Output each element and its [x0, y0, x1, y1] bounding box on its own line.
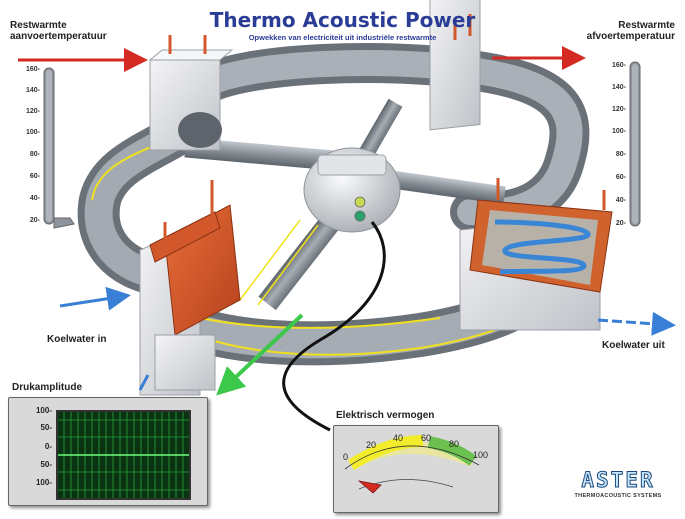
page-title: Thermo Acoustic Power: [209, 8, 476, 32]
label-pressure-amplitude: Drukamplitude: [12, 382, 83, 393]
thermo-right-tick: 100-: [611, 128, 626, 135]
inner-tubes: [184, 98, 506, 311]
label-waste-heat-out-line2: afvoertemperatuur: [586, 31, 675, 42]
gauge-needle: [357, 480, 382, 494]
company-tagline: THERMOACOUSTIC SYSTEMS: [574, 493, 662, 499]
osc-tick: 100-: [35, 478, 52, 487]
gauge-tick: 100: [473, 450, 489, 460]
thermo-left-tick: 160-: [25, 66, 40, 73]
oscilloscope-grid: [58, 412, 189, 498]
gauge-tick: 60: [421, 433, 432, 443]
power-gauge-icon: [344, 435, 480, 494]
thermo-left-tick: 20-: [29, 217, 40, 224]
cooler-heat-exchanger: [459, 178, 613, 331]
label-cooling-out: Koelwater uit: [602, 340, 665, 351]
thermo-right-tick: 140-: [611, 84, 626, 91]
gauge-tick: 0: [343, 452, 349, 462]
osc-tick: 50-: [40, 460, 52, 469]
thermo-right-tick: 160-: [611, 62, 626, 69]
thermometer-right-icon: [629, 61, 641, 227]
thermo-right-tick: 80-: [615, 151, 626, 158]
label-waste-heat-in-line2: aanvoertemperatuur: [10, 31, 107, 42]
thermo-left-tick: 40-: [29, 195, 40, 202]
thermo-left-tick: 80-: [29, 151, 40, 158]
alternator: [282, 147, 401, 432]
power-gauge-scale: 0 20 40 60 80 100: [333, 430, 497, 462]
thermometer-left-icon: [43, 67, 75, 229]
thermo-right-tick: 60-: [615, 174, 626, 181]
thermo-left-tick: 120-: [25, 108, 40, 115]
outlet-heat-exchanger-box: [429, 0, 481, 131]
gauge-tick: 40: [393, 433, 404, 443]
gauge-tick: 80: [449, 439, 460, 449]
gauge-tick: 20: [366, 440, 377, 450]
label-waste-heat-in-line1: Restwarmte: [10, 20, 67, 31]
thermo-right-tick: 20-: [615, 220, 626, 227]
thermo-left-tick: 60-: [29, 173, 40, 180]
label-waste-heat-in: Restwarmte aanvoertemperatuur: [10, 20, 107, 42]
osc-tick: 50-: [40, 423, 52, 432]
osc-tick: 100-: [35, 406, 52, 415]
oscilloscope-screen: [56, 410, 191, 500]
thermo-left-tick: 140-: [25, 87, 40, 94]
osc-tick: 0-: [44, 442, 52, 451]
page-subtitle: Opwekken van electriciteit uit industrië…: [248, 33, 437, 42]
main-heat-exchanger: [139, 180, 241, 396]
company-logo: ASTER: [581, 468, 655, 493]
label-cooling-in: Koelwater in: [47, 334, 107, 345]
label-waste-heat-out: Restwarmte afvoertemperatuur: [560, 20, 675, 42]
label-electrical-power: Elektrisch vermogen: [336, 410, 435, 421]
thermo-right-tick: 120-: [611, 106, 626, 113]
label-waste-heat-out-line1: Restwarmte: [618, 20, 675, 31]
hot-heat-exchanger-box: [148, 35, 234, 151]
thermo-right-tick: 40-: [615, 197, 626, 204]
flow-arrows: [18, 46, 676, 396]
thermo-left-tick: 100-: [25, 129, 40, 136]
